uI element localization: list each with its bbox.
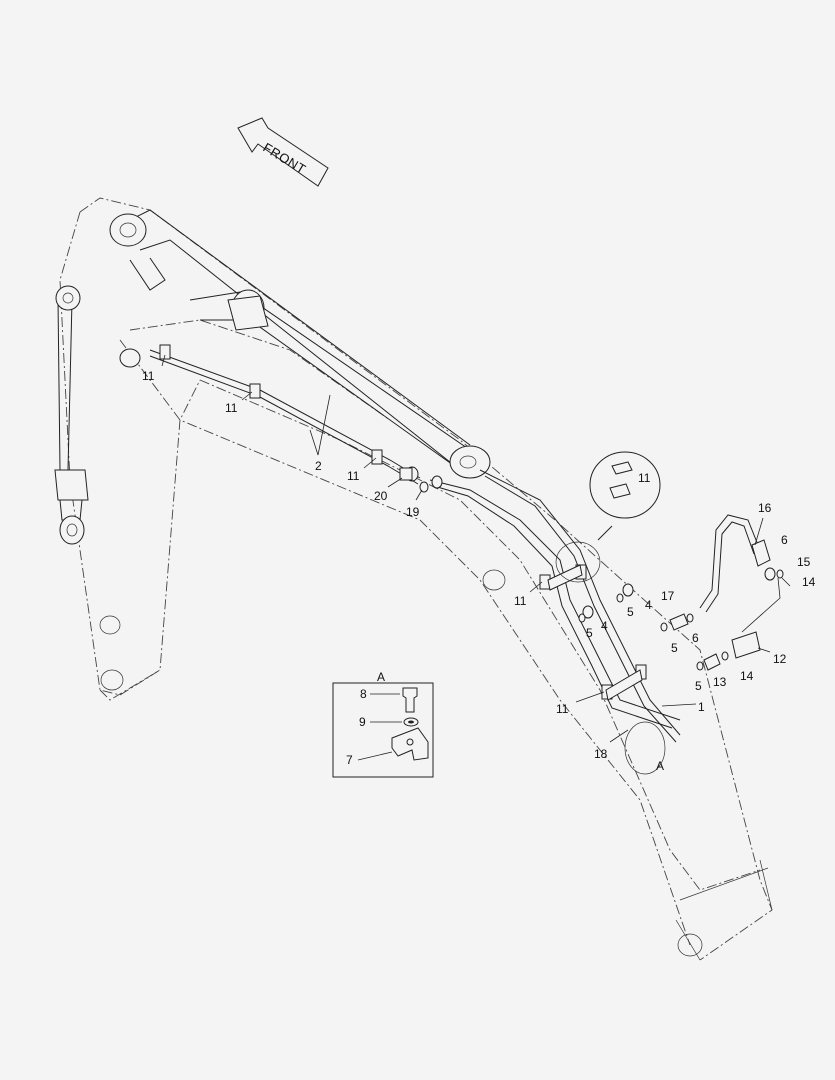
callout-11: 11 <box>514 594 527 608</box>
detail-a-title: A <box>377 670 385 684</box>
clamp-detail-inset <box>589 451 661 541</box>
callout-11: 11 <box>142 369 155 383</box>
callout-numbers: 2 11 11 11 20 19 11 11 11 16 6 15 14 17 … <box>142 369 816 773</box>
detail-a-label-8: 8 <box>360 687 367 701</box>
callout-A: A <box>656 759 664 773</box>
callout-2: 2 <box>315 459 322 473</box>
pipe-fittings-19-20 <box>399 466 443 493</box>
front-direction-arrow: FRONT <box>237 117 329 187</box>
detail-a-label-9: 9 <box>359 715 366 729</box>
callout-11: 11 <box>225 401 238 415</box>
detail-a-markers <box>555 541 666 775</box>
boom-top-body <box>109 209 471 471</box>
callout-11: 11 <box>638 471 651 485</box>
callout-5: 5 <box>586 626 593 640</box>
detail-a-box: A 8 9 7 <box>332 670 434 778</box>
callout-20: 20 <box>374 489 388 503</box>
callout-6: 6 <box>692 631 699 645</box>
hose-16 <box>699 514 781 633</box>
callout-14: 14 <box>802 575 816 589</box>
callout-5: 5 <box>695 679 702 693</box>
boom-cylinder-left <box>54 285 89 545</box>
leader-lines <box>161 354 791 743</box>
callout-4: 4 <box>645 598 652 612</box>
boom-outline <box>59 197 773 961</box>
callout-5: 5 <box>671 641 678 655</box>
fittings-right-cluster <box>578 567 784 671</box>
arm-cylinder <box>189 289 491 479</box>
callout-5: 5 <box>627 605 634 619</box>
callout-11: 11 <box>347 469 360 483</box>
callout-13: 13 <box>713 675 727 689</box>
callout-19: 19 <box>406 505 420 519</box>
callout-6: 6 <box>781 533 788 547</box>
pipe-clamps <box>159 344 647 701</box>
callout-14: 14 <box>740 669 754 683</box>
detail-a-label-7: 7 <box>346 753 353 767</box>
callout-1: 1 <box>698 700 705 714</box>
callout-15: 15 <box>797 555 811 569</box>
callout-11: 11 <box>556 702 569 716</box>
callout-17: 17 <box>661 589 675 603</box>
callout-18: 18 <box>594 747 608 761</box>
callout-16: 16 <box>758 501 772 515</box>
callout-12: 12 <box>773 652 787 666</box>
callout-4: 4 <box>601 619 608 633</box>
